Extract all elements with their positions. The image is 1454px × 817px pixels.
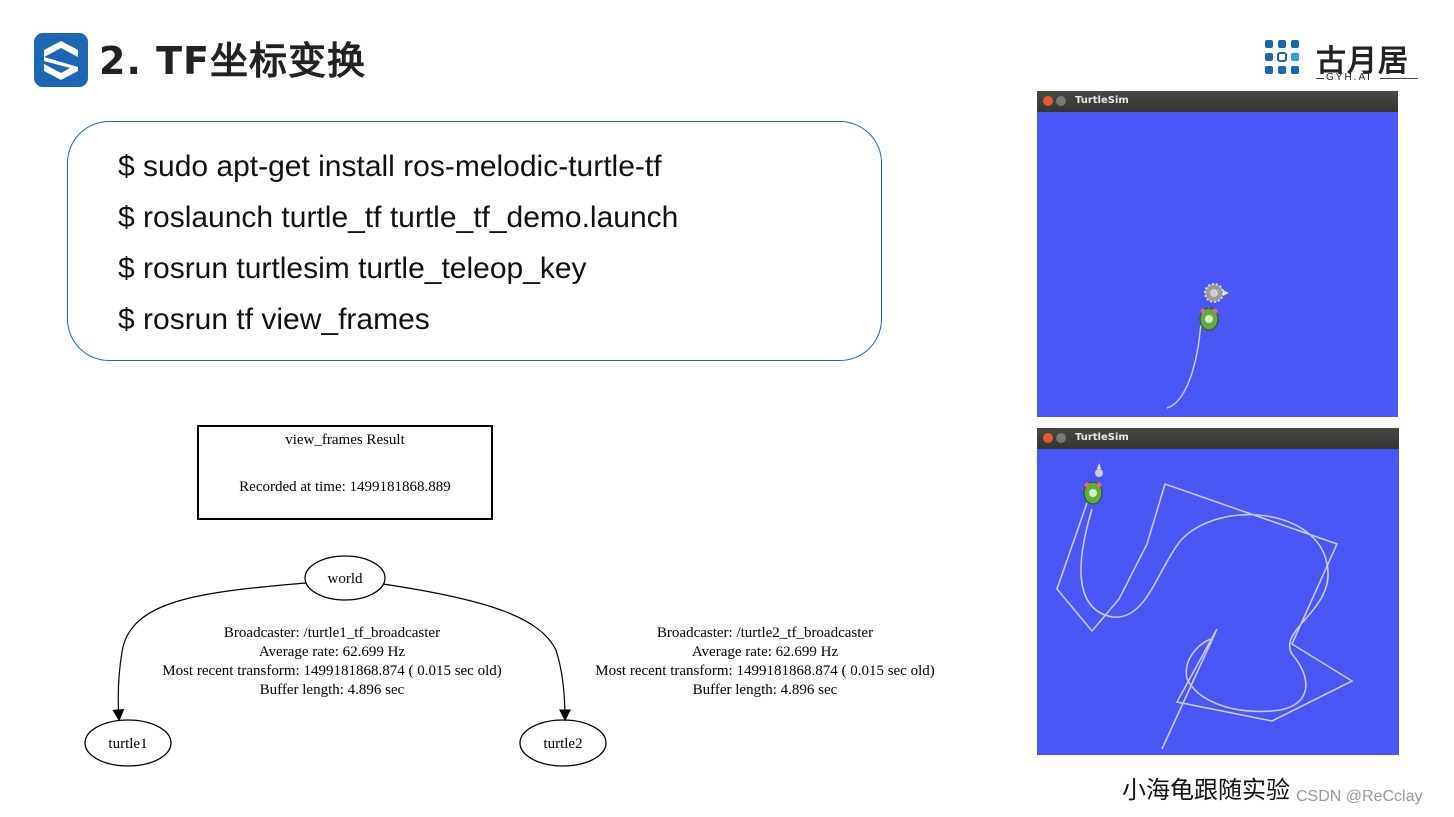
- turtle2-icon: [1083, 481, 1103, 505]
- turtlesim-window-1: TurtleSim: [1037, 91, 1398, 417]
- brand-sub: GYH.AI: [1326, 72, 1372, 83]
- recorded-time: Recorded at time: 1499181868.889: [239, 479, 451, 495]
- edge1-recent: Most recent transform: 1499181868.874 ( …: [162, 663, 502, 679]
- node-turtle1-label: turtle1: [108, 736, 147, 752]
- frames-graph: view_frames Result Recorded at time: 149…: [84, 425, 935, 767]
- window-title: TurtleSim: [1075, 432, 1129, 443]
- close-icon[interactable]: [1043, 96, 1053, 106]
- edge-world-turtle1: [112, 582, 307, 722]
- brand-logo: 古月居 GYH.AI: [1262, 36, 1432, 86]
- result-title: view_frames Result: [285, 432, 405, 448]
- command-line: $ sudo apt-get install ros-melodic-turtl…: [118, 150, 662, 183]
- edge2-rate: Average rate: 62.699 Hz: [692, 644, 839, 660]
- edge1-buffer: Buffer length: 4.896 sec: [260, 682, 405, 698]
- page-title: 2. TF坐标变换: [99, 39, 366, 83]
- experiment-caption: 小海龟跟随实验: [1122, 776, 1290, 804]
- brand-name: 古月居: [1316, 44, 1409, 79]
- brand-divider: [1380, 78, 1418, 79]
- turtle-trail-1: [1056, 482, 1354, 750]
- edge2-recent: Most recent transform: 1499181868.874 ( …: [595, 663, 935, 679]
- edge2-buffer: Buffer length: 4.896 sec: [693, 682, 838, 698]
- turtlesim-window-2: TurtleSim: [1037, 428, 1399, 755]
- command-line: $ rosrun turtlesim turtle_teleop_key: [118, 252, 587, 285]
- node-world-label: world: [328, 571, 363, 587]
- turtlesim-canvas: [1056, 463, 1354, 750]
- node-turtle2-label: turtle2: [543, 736, 582, 752]
- window-title: TurtleSim: [1075, 95, 1129, 106]
- command-box: $ sudo apt-get install ros-melodic-turtl…: [67, 121, 882, 361]
- edge1-broadcaster: Broadcaster: /turtle1_tf_broadcaster: [224, 625, 440, 641]
- watermark: CSDN @ReCclay: [1296, 788, 1423, 805]
- turtle1-icon: [1204, 283, 1229, 303]
- edge2-broadcaster: Broadcaster: /turtle2_tf_broadcaster: [657, 625, 873, 641]
- command-line: $ rosrun tf view_frames: [118, 303, 430, 336]
- minimize-icon[interactable]: [1056, 96, 1066, 106]
- minimize-icon[interactable]: [1056, 433, 1066, 443]
- node-world: [304, 555, 386, 601]
- brand-divider: [1316, 78, 1324, 79]
- gyh-logo-icon: [1265, 40, 1299, 74]
- turtle2-icon: [1199, 307, 1219, 331]
- edge-world-turtle2: [382, 583, 571, 722]
- window-titlebar: TurtleSim: [1037, 428, 1399, 449]
- node-turtle1: [84, 719, 172, 767]
- turtle1-icon: [1095, 463, 1103, 477]
- command-line: $ roslaunch turtle_tf turtle_tf_demo.lau…: [118, 201, 679, 234]
- result-box: [197, 425, 493, 520]
- window-titlebar: TurtleSim: [1037, 91, 1398, 112]
- edge1-rate: Average rate: 62.699 Hz: [259, 644, 406, 660]
- turtlesim-canvas: [1166, 283, 1229, 409]
- turtle-trail-2: [1080, 508, 1329, 713]
- s-logo-icon: [34, 33, 88, 87]
- close-icon[interactable]: [1043, 433, 1053, 443]
